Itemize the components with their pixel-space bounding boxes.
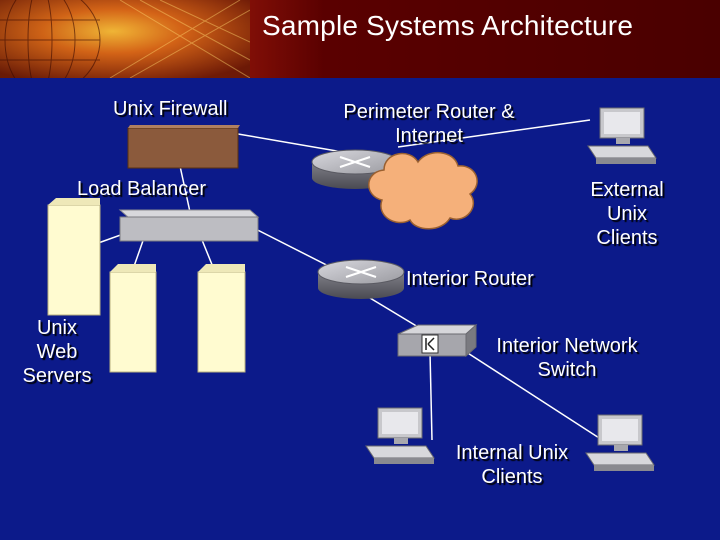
globe-graphic-icon — [0, 0, 250, 78]
link-perimeter-external — [397, 119, 591, 148]
header-bar: Sample Systems Architecture — [0, 0, 720, 78]
label-interior-router: Interior Router — [406, 268, 534, 290]
load-balancer-device — [119, 216, 259, 242]
label-internal-clients: Internal Unix Clients — [455, 442, 569, 488]
interior-router-icon — [317, 259, 405, 299]
label-web-servers: Unix Web Servers — [22, 317, 92, 387]
firewall-box — [127, 127, 239, 169]
perimeter-router-icon — [311, 149, 399, 189]
page-title: Sample Systems Architecture — [262, 10, 634, 41]
label-unix-firewall: Unix Firewall — [113, 98, 228, 120]
link-switch-client-left — [429, 351, 433, 441]
external-client-workstation-icon — [587, 107, 657, 165]
firewall-top — [128, 125, 240, 128]
internal-client-workstation-left-icon — [365, 407, 435, 465]
label-external-clients: External Unix Clients — [590, 179, 664, 249]
label-perimeter-router: Perimeter Router & Internet — [343, 101, 515, 147]
internal-client-workstation-right-icon — [585, 414, 655, 472]
web-server-tower-2 — [109, 264, 157, 373]
label-load-balancer: Load Balancer — [77, 178, 206, 200]
internet-cloud-icon — [368, 152, 478, 230]
link-firewall-lb — [179, 165, 191, 213]
network-switch-icon — [397, 323, 478, 358]
load-balancer-top — [118, 209, 260, 218]
web-server-tower-1 — [47, 198, 101, 316]
web-server-tower-3 — [197, 264, 246, 373]
label-interior-switch: Interior Network Switch — [496, 335, 638, 381]
link-switch-client-right — [459, 347, 611, 446]
